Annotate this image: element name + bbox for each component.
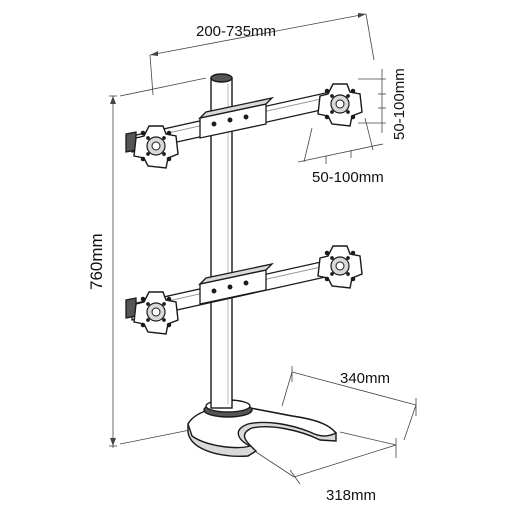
top-arm-assembly bbox=[125, 83, 363, 169]
height-label: 760mm bbox=[87, 233, 106, 290]
base-depth-label: 340mm bbox=[340, 370, 390, 387]
base-width-label: 318mm bbox=[326, 487, 376, 504]
vesa-plate-bottom-right bbox=[317, 245, 363, 289]
vesa-plate-top-right bbox=[317, 83, 363, 127]
dimension-lines bbox=[109, 13, 417, 485]
vesa-vertical-label: 50-100mm bbox=[391, 68, 408, 140]
vesa-horizontal-label: 50-100mm bbox=[312, 169, 384, 186]
vertical-pole bbox=[210, 73, 233, 409]
arm-span-label: 200-735mm bbox=[196, 23, 276, 40]
bottom-arm-assembly bbox=[125, 245, 363, 335]
stand-base bbox=[187, 399, 338, 457]
